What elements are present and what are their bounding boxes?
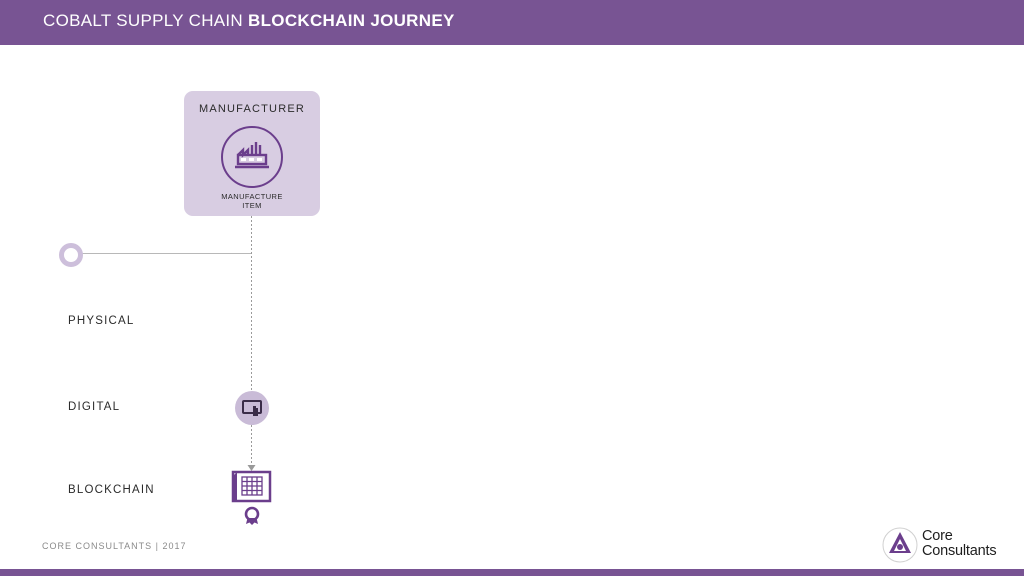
blockchain-node[interactable] bbox=[228, 466, 276, 528]
footer-bar bbox=[0, 569, 1024, 576]
title-bold: BLOCKCHAIN JOURNEY bbox=[248, 11, 455, 30]
manufacturer-subtitle-line1: MANUFACTURE bbox=[221, 192, 283, 201]
page-title: COBALT SUPPLY CHAIN BLOCKCHAIN JOURNEY bbox=[43, 11, 455, 31]
manufacturer-title: MANUFACTURER bbox=[198, 103, 306, 115]
title-regular: COBALT SUPPLY CHAIN bbox=[43, 11, 249, 30]
arrow-head bbox=[247, 465, 256, 471]
header-bar: COBALT SUPPLY CHAIN BLOCKCHAIN JOURNEY bbox=[0, 0, 1024, 45]
factory-icon bbox=[221, 126, 283, 188]
layer-label-blockchain: BLOCKCHAIN bbox=[68, 484, 155, 496]
timeline-start-node bbox=[59, 243, 83, 267]
manufacturer-subtitle-line2: ITEM bbox=[242, 201, 262, 210]
layer-label-digital: DIGITAL bbox=[68, 401, 121, 413]
digital-node[interactable] bbox=[235, 391, 269, 425]
manufacturer-card[interactable]: MANUFACTURER MANUFACTURE ITEM bbox=[184, 91, 320, 216]
logo-mark-icon bbox=[882, 527, 918, 563]
logo-text-line1: Core bbox=[922, 528, 953, 544]
manufacturer-subtitle: MANUFACTURE ITEM bbox=[184, 192, 320, 210]
layer-label-physical: PHYSICAL bbox=[68, 315, 135, 327]
touch-screen-icon bbox=[242, 400, 262, 416]
ledger-icon bbox=[231, 470, 272, 503]
logo-text-line2: Consultants bbox=[922, 543, 997, 559]
certificate-badge-icon bbox=[244, 506, 260, 525]
core-consultants-logo: Core Consultants bbox=[881, 525, 1011, 565]
footer-copyright: CORE CONSULTANTS | 2017 bbox=[42, 541, 187, 551]
